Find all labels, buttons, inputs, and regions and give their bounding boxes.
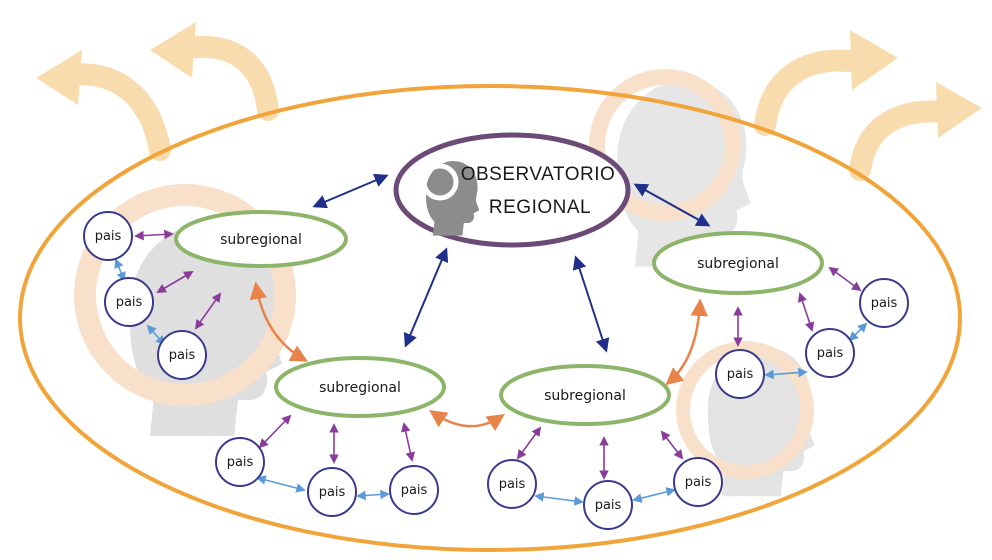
pais-pais-links [114, 258, 868, 506]
subregional-label: subregional [220, 232, 302, 248]
subregional-label: subregional [319, 380, 401, 396]
pais-node: pais [673, 457, 723, 507]
growth-arrow-icon [849, 100, 956, 181]
center-links [312, 173, 711, 353]
subregional-node: subregional [499, 364, 671, 426]
pais-node: pais [859, 278, 909, 328]
outer-region-ellipse [18, 84, 962, 552]
pais-node: pais [83, 211, 133, 261]
pais-node: pais [389, 465, 439, 515]
pais-label: pais [817, 346, 844, 361]
pais-node: pais [583, 480, 633, 530]
pais-label: pais [227, 455, 254, 470]
growth-arrow-head-icon [36, 50, 82, 105]
pais-label: pais [169, 348, 196, 363]
pais-label: pais [95, 229, 122, 244]
pais-label: pais [319, 485, 346, 500]
subregional-node: subregional [652, 231, 824, 295]
at-sign-icon [421, 163, 459, 201]
at-sign-watermark-icon [676, 341, 814, 479]
pais-label: pais [595, 498, 622, 513]
center-title-line1: OBSERVATORIO [461, 164, 616, 185]
pais-node: pais [307, 467, 357, 517]
subregional-node: subregional [174, 210, 348, 268]
center-link [312, 173, 389, 209]
subregional-label: subregional [544, 388, 626, 404]
pais-label: pais [499, 477, 526, 492]
subregional-link [429, 410, 505, 432]
subregional-link [249, 281, 309, 362]
pais-subregional-links [134, 229, 862, 480]
subregional-node: subregional [274, 356, 446, 418]
growth-arrow-head-icon [936, 82, 982, 138]
center-link [572, 255, 610, 353]
growth-arrow-icon [61, 63, 171, 161]
pais-node: pais [487, 459, 537, 509]
pais-label: pais [116, 295, 143, 310]
pais-label: pais [871, 296, 898, 311]
pais-label: pais [727, 367, 754, 382]
growth-arrow-icon [754, 49, 869, 136]
subregional-link [665, 298, 708, 386]
pais-label: pais [685, 475, 712, 490]
center-title-line2: REGIONAL [489, 197, 591, 218]
pais-node: pais [215, 437, 265, 487]
pais-node: pais [104, 277, 154, 327]
pais-node: pais [805, 328, 855, 378]
growth-arrow-head-icon [850, 30, 898, 90]
center-link [403, 247, 449, 348]
pais-label: pais [401, 483, 428, 498]
pais-node: pais [157, 330, 207, 380]
pais-node: pais [715, 349, 765, 399]
growth-arrow-head-icon [150, 22, 196, 78]
subregional-links [249, 281, 708, 432]
center-link [633, 183, 711, 227]
growth-arrows [36, 22, 982, 181]
growth-arrow-icon [177, 36, 279, 121]
center-node: OBSERVATORIO REGIONAL [393, 132, 631, 248]
subregional-label: subregional [697, 256, 779, 272]
